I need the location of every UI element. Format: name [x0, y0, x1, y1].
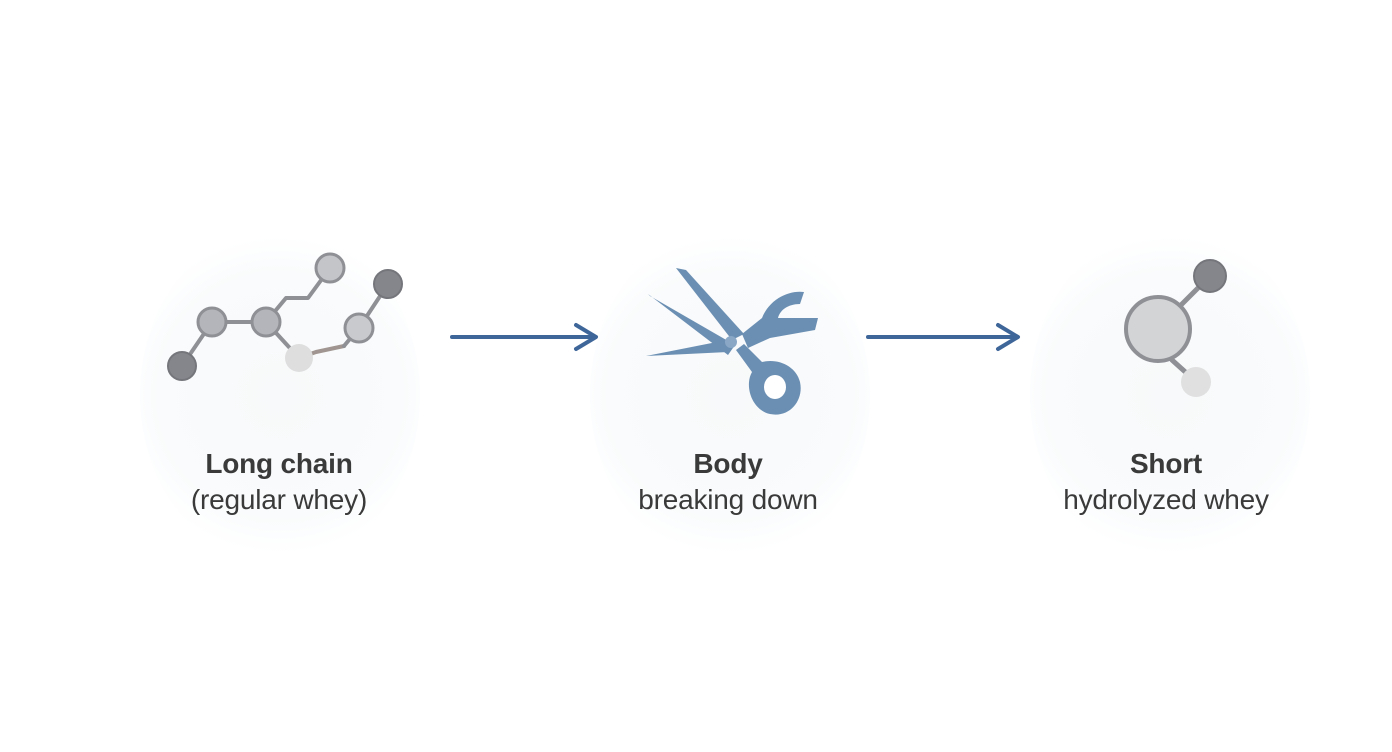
scissors-icon — [646, 268, 818, 415]
arrow-right-icon — [450, 323, 598, 351]
step-subtitle: breaking down — [638, 484, 818, 515]
step-subtitle: (regular whey) — [190, 484, 368, 515]
step-subtitle: hydrolyzed whey — [1063, 484, 1269, 515]
step-short-backdrop — [1030, 225, 1310, 565]
step-label-breaking-down: Body breaking down — [578, 446, 878, 518]
step-title: Body — [693, 448, 763, 479]
short-molecule-icon — [1124, 259, 1227, 397]
step-breaking-down-backdrop — [590, 225, 870, 565]
step-title: Short — [1129, 448, 1203, 479]
arrow-right-icon — [866, 323, 1020, 351]
step-label-short: Short hydrolyzed whey — [1016, 446, 1316, 518]
step-label-long-chain: Long chain (regular whey) — [129, 446, 429, 518]
molecule-chain-icon — [167, 252, 403, 381]
step-title: Long chain — [205, 448, 353, 479]
